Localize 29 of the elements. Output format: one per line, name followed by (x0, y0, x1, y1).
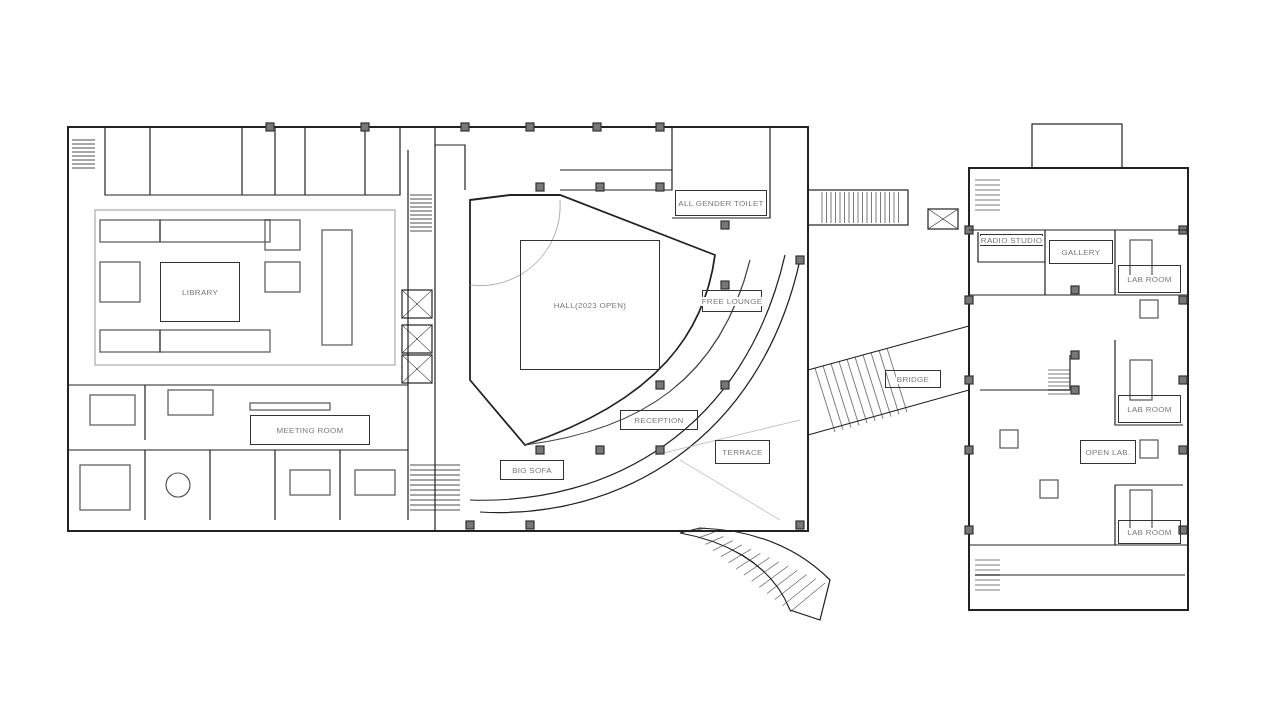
room-outline (1080, 440, 1136, 464)
room-name: LIBRARY (180, 287, 220, 297)
room-name: MEETING ROOM (275, 425, 345, 435)
room-outline (250, 415, 370, 445)
room-name: BIG SOFA (511, 465, 553, 475)
room-name: LAB ROOM (1126, 404, 1173, 414)
room-outline (1049, 240, 1113, 264)
room-outline (620, 410, 698, 430)
room-outline (675, 190, 767, 216)
room-name: GALLERY (1060, 247, 1102, 257)
room-name: ALL GENDER TOILET (677, 198, 765, 208)
room-outline (500, 460, 564, 480)
room-name: OPEN LAB. (1084, 447, 1132, 457)
room-outline (715, 440, 770, 464)
room-name: LAB ROOM (1126, 274, 1173, 284)
room-name: RADIO STUDIO (979, 235, 1044, 245)
room-outline (1118, 395, 1181, 423)
room-name: HALL(2023 OPEN) (552, 300, 628, 310)
room-name: BRIDGE (895, 374, 931, 384)
room-outline (160, 262, 240, 322)
room-outline (702, 290, 762, 312)
room-name: FREE LOUNGE (700, 296, 764, 306)
room-outline (885, 370, 941, 388)
room-name: LAB ROOM (1126, 527, 1173, 537)
room-name: RECEPTION (633, 415, 685, 425)
room-name: TERRACE (721, 447, 764, 457)
room-outline (1118, 520, 1181, 544)
room-outline (520, 240, 660, 370)
room-outline (1118, 265, 1181, 293)
